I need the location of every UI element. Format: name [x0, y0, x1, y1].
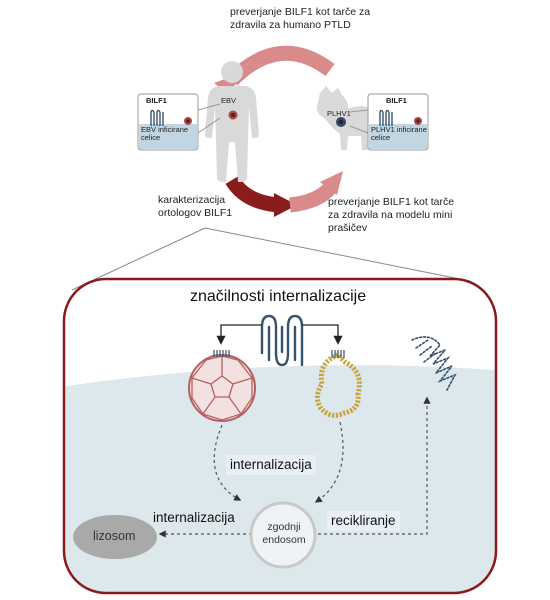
- arrow-bottom-right-label: preverjanje BILF1 kot tarče za zdravila …: [328, 196, 455, 234]
- cell-background: [64, 279, 496, 593]
- endosome-label: zgodnji endosom: [262, 521, 306, 546]
- arrow-bottom-right: [289, 171, 343, 213]
- label-internalization-center: internalizacija: [226, 455, 316, 476]
- panel-title: značilnosti internalizacije: [190, 288, 367, 305]
- internalization-panel: [62, 277, 498, 595]
- human-inset-caption: EBV inficirane celice: [141, 125, 189, 143]
- pig-virus: [336, 117, 346, 127]
- arrow-bottom-left-label: karakterizacija ortologov BILF1: [158, 194, 233, 219]
- early-endosome: [249, 501, 317, 569]
- clathrin-vesicle: [188, 350, 256, 422]
- lysosome-label: lizosom: [93, 529, 136, 543]
- human-virus: [228, 110, 238, 120]
- arrow-to-clathrin: [216, 324, 262, 345]
- pig-inset-title: BILF1: [386, 96, 407, 105]
- arrow-recycling: [318, 396, 431, 535]
- label-internalization-left: internalizacija: [153, 510, 235, 525]
- pig-inset: [349, 93, 429, 151]
- arrow-bottom-left: [225, 175, 297, 217]
- pig-silhouette: [316, 86, 376, 150]
- arrow-caveola-to-endosome: [314, 421, 344, 503]
- recycled-receptor: [411, 336, 457, 391]
- lysosome: [73, 515, 157, 559]
- zoom-line-right: [204, 227, 471, 282]
- human-inset-title: BILF1: [146, 96, 167, 105]
- arrow-top-label: preverjanje BILF1 kot tarče za zdravila …: [230, 6, 371, 31]
- pig-virus-label: PLHV1: [327, 109, 351, 118]
- human-silhouette: [205, 61, 259, 182]
- human-inset: [137, 93, 221, 151]
- human-virus-label: EBV: [221, 96, 237, 105]
- label-recycling: recikliranje: [327, 511, 400, 532]
- arrow-to-caveola: [302, 324, 343, 345]
- pig-inset-caption: PLHV1 inficirane celice: [371, 125, 427, 143]
- caveola: [314, 350, 362, 418]
- receptor-top: [260, 314, 304, 367]
